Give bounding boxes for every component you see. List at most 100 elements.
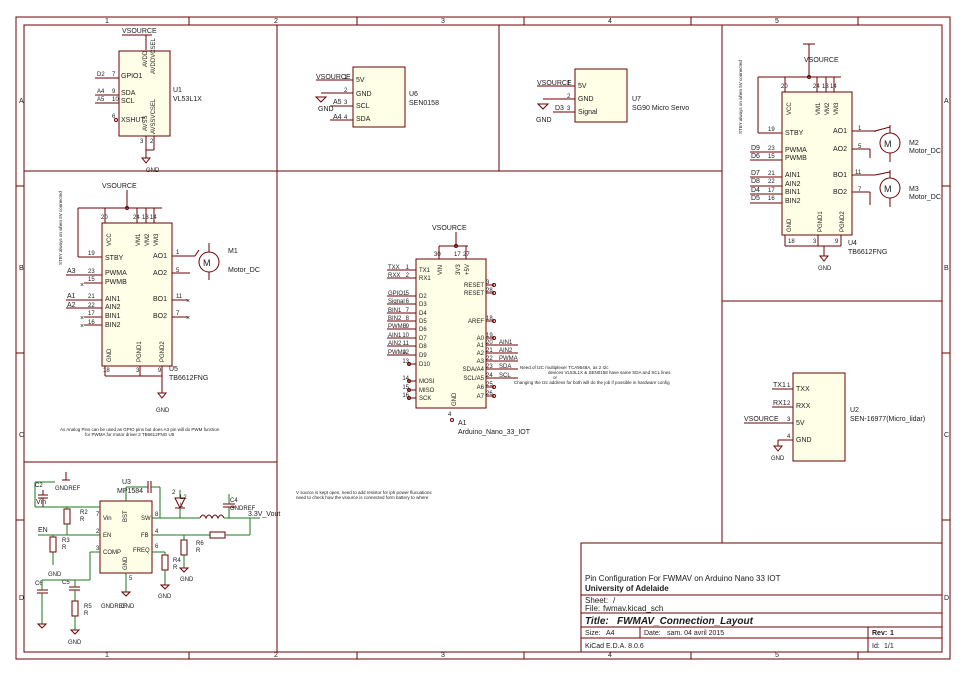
svg-text:AVSSVCSEL: AVSSVCSEL — [151, 98, 157, 134]
svg-text:VM1: VM1 — [816, 102, 822, 115]
inner-frame — [23, 24, 943, 653]
svg-text:Changing the I2c address for b: Changing the I2c address for both will d… — [514, 380, 670, 385]
svg-text:U4: U4 — [848, 240, 857, 247]
svg-text:Rev:: Rev: — [872, 630, 887, 637]
a1-body — [415, 258, 487, 409]
svg-text:AO1: AO1 — [833, 128, 847, 135]
svg-text:GNDREF: GNDREF — [101, 604, 127, 610]
a1-pin-name: A0 — [477, 336, 485, 342]
border-col-label: 2 — [274, 652, 278, 659]
a1-pin-name: SDA/A4 — [463, 367, 485, 373]
svg-text:VCC: VCC — [787, 102, 793, 115]
svg-text:R: R — [80, 517, 85, 523]
border-row-label: B — [19, 265, 24, 272]
svg-text:3: 3 — [567, 106, 571, 112]
u4-tb6612fng[interactable]: VSOURCE STBY always on when 5V connected… — [738, 43, 941, 272]
svg-text:COMP: COMP — [103, 550, 121, 556]
svg-text:GND: GND — [787, 218, 793, 232]
svg-text:AVDDVCSEL: AVDDVCSEL — [151, 37, 157, 74]
a1-pin-name: A1 — [477, 343, 485, 349]
svg-text:RXX: RXX — [796, 403, 811, 410]
svg-text:17: 17 — [454, 252, 461, 258]
svg-text:BST: BST — [123, 510, 129, 522]
svg-text:19: 19 — [88, 251, 95, 257]
a1-net-label: AIN1 — [499, 340, 513, 346]
u5-body — [101, 222, 173, 367]
a1-net-label: PWMA — [388, 350, 407, 356]
u5-tb6612fng[interactable]: VSOURCE STBY always on when 5V connected… — [58, 183, 260, 437]
a1-pin-name: A3 — [477, 359, 485, 365]
u2-body — [792, 372, 846, 462]
svg-text:11: 11 — [855, 170, 862, 176]
svg-text:R4: R4 — [173, 558, 181, 564]
svg-text:GND: GND — [107, 348, 113, 362]
svg-text:BO2: BO2 — [833, 189, 847, 196]
svg-text:11: 11 — [176, 294, 183, 300]
u6-sen0158[interactable]: VSOURCE 1 5V 2 GND A5 3 SCL GND A4 4 SDA… — [314, 66, 439, 128]
a1-pin-number: 15 — [402, 385, 409, 391]
svg-text:D8: D8 — [751, 178, 760, 185]
a1-pin-name: D9 — [419, 353, 427, 359]
svg-text:FREQ: FREQ — [133, 548, 150, 554]
u1-vl53l1x[interactable]: VSOURCE D2 7 GPIO1 A4 9 SDA A5 10 SCL 6 … — [95, 28, 202, 174]
svg-text:R5: R5 — [84, 604, 92, 610]
border-col-label: 2 — [274, 18, 278, 25]
svg-text:2: 2 — [96, 529, 100, 535]
u7-sg90-servo[interactable]: VSOURCE 1 5V 2 GND GND D3 3 Signal U7 SG… — [536, 68, 689, 124]
svg-text:×: × — [186, 298, 190, 305]
a1-pin-name: D7 — [419, 336, 427, 342]
svg-text:2: 2 — [787, 401, 791, 407]
border-col-label: 5 — [775, 18, 779, 25]
svg-text:7: 7 — [96, 512, 100, 518]
svg-text:VM1: VM1 — [136, 233, 142, 246]
a1-pin-number: 5 — [406, 291, 410, 297]
svg-text:24: 24 — [133, 215, 140, 221]
u7-body — [574, 68, 628, 123]
a1-pin-name: D4 — [419, 311, 427, 317]
svg-text:C2: C2 — [35, 483, 43, 489]
svg-text:A3: A3 — [67, 268, 76, 275]
svg-text:3: 3 — [813, 239, 817, 245]
border-col-label: 3 — [441, 18, 445, 25]
svg-text:sam. 04 avril 2015: sam. 04 avril 2015 — [667, 630, 724, 637]
a1-net-label: PWMB — [388, 324, 407, 330]
svg-text:PWMA: PWMA — [785, 147, 807, 154]
svg-text:3: 3 — [96, 546, 100, 552]
svg-text:Id:: Id: — [872, 643, 880, 650]
svg-text:fwmav.kicad_sch: fwmav.kicad_sch — [603, 604, 663, 613]
svg-text:AVDD: AVDD — [143, 50, 149, 67]
u2-micro-lidar[interactable]: TX1 1 TXX RX1 2 RXX VSOURCE 3 5V 4 GND G… — [744, 372, 925, 462]
a1-pin-number: 1 — [406, 265, 410, 271]
svg-text:C6: C6 — [35, 581, 43, 587]
svg-text:M: M — [884, 184, 892, 194]
svg-text:5V: 5V — [796, 420, 805, 427]
a1-pin-name: SCK — [419, 396, 431, 402]
svg-text:SDA: SDA — [121, 90, 136, 97]
svg-text:22: 22 — [88, 303, 95, 309]
svg-text:19: 19 — [768, 127, 775, 133]
svg-text:6: 6 — [155, 544, 159, 550]
svg-text:21: 21 — [768, 171, 775, 177]
svg-text:VL53L1X: VL53L1X — [173, 96, 202, 103]
a1-net-label: GPIO1 — [388, 291, 407, 297]
svg-text:7: 7 — [858, 187, 862, 193]
svg-text:Vin: Vin — [103, 516, 112, 522]
svg-text:1: 1 — [858, 126, 862, 132]
svg-text:17: 17 — [768, 188, 775, 194]
svg-text:VSOURCE: VSOURCE — [316, 74, 351, 81]
u3-mp1584-buck[interactable]: U3 MP1584 Vin 7 EN 2 COMP 3 BST SW 8 FB … — [34, 472, 280, 646]
svg-text:KiCad E.D.A. 8.0.6: KiCad E.D.A. 8.0.6 — [585, 643, 644, 650]
svg-text:17: 17 — [88, 311, 95, 317]
svg-text:GND: GND — [318, 106, 334, 113]
border-row-label: A — [19, 98, 24, 105]
svg-text:A4: A4 — [97, 89, 105, 95]
svg-text:TB6612FNG: TB6612FNG — [848, 249, 887, 256]
m1-motor: M M1 Motor_DC — [194, 243, 260, 280]
a1-net-label: AIN1 — [388, 333, 402, 339]
svg-text:U5: U5 — [169, 366, 178, 373]
u4-body — [781, 91, 853, 236]
